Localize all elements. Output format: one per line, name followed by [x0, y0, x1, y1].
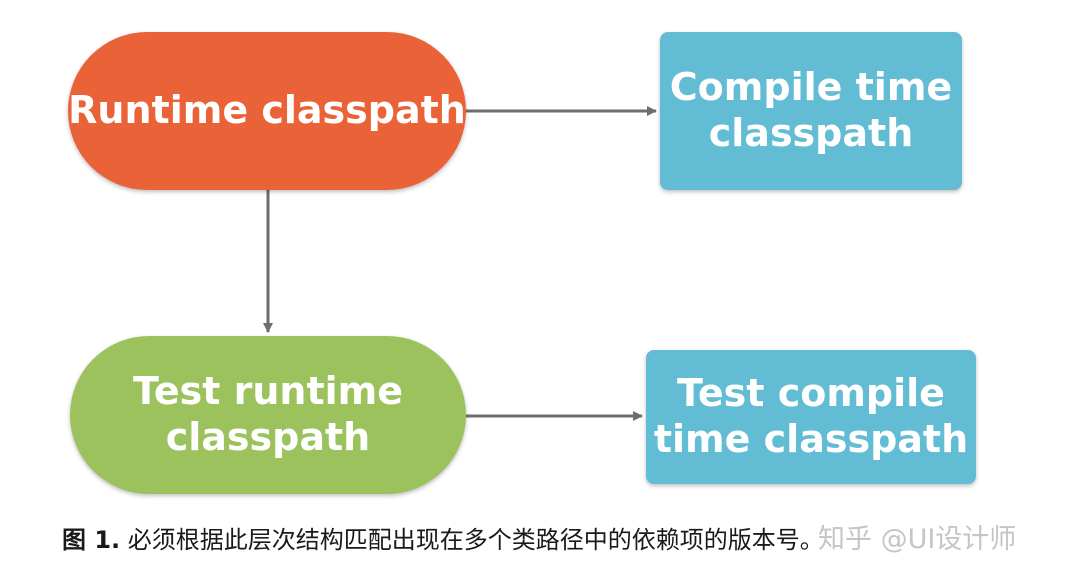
watermark: 知乎 @UI设计师	[818, 524, 1017, 555]
caption-text: 必须根据此层次结构匹配出现在多个类路径中的依赖项的版本号。	[120, 526, 824, 554]
test-runtime-classpath-node: Test runtime classpath	[70, 336, 466, 494]
test-compile-time-classpath-label: Test compile time classpath	[653, 371, 969, 461]
figure-number: 图 1.	[62, 526, 121, 554]
test-runtime-classpath-label: Test runtime classpath	[132, 369, 404, 459]
runtime-classpath-node: Runtime classpath	[68, 32, 466, 190]
compile-time-classpath-node: Compile time classpath	[660, 32, 962, 190]
runtime-classpath-label: Runtime classpath	[68, 88, 466, 133]
figure-caption: 图 1. 必须根据此层次结构匹配出现在多个类路径中的依赖项的版本号。	[62, 520, 824, 555]
test-compile-time-classpath-node: Test compile time classpath	[646, 350, 976, 484]
compile-time-classpath-label: Compile time classpath	[669, 65, 953, 155]
